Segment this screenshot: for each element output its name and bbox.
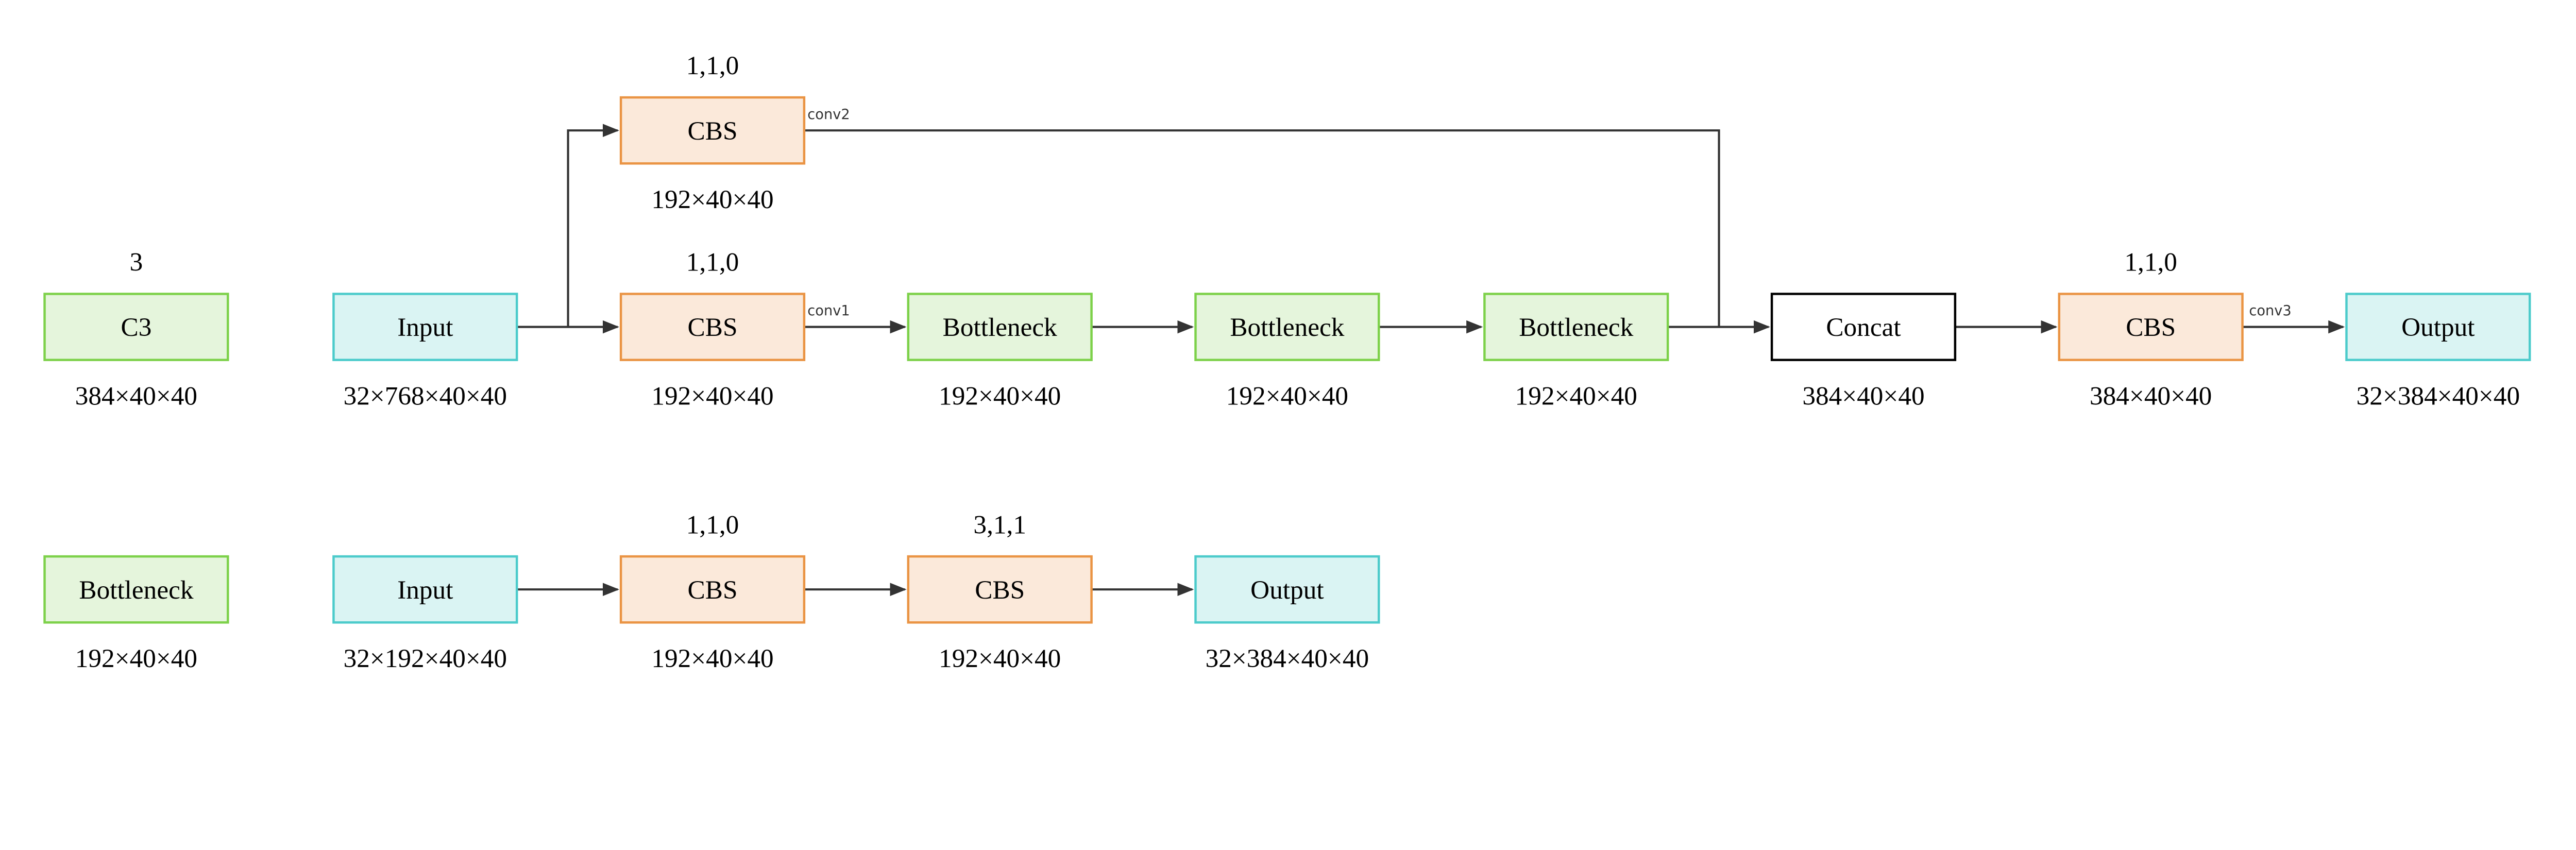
connection-arrow <box>804 129 1720 327</box>
edge-labels: conv2 conv1 conv3 <box>807 107 2291 319</box>
node-params: 1,1,0 <box>2124 248 2177 277</box>
node-label: CBS <box>2126 313 2176 342</box>
cbs-box <box>2058 293 2244 361</box>
c3-node-cbs: CBS 1,1,0 192×40×40 <box>619 248 806 411</box>
input-box <box>332 555 518 624</box>
node-params: 3 <box>130 248 143 277</box>
edge-label-conv1: conv1 <box>807 303 850 319</box>
connections <box>517 124 2345 597</box>
node-label: CBS <box>688 313 738 342</box>
bottleneck-box <box>1194 293 1380 361</box>
c3-node-bottleneck: Bottleneck 192×40×40 <box>1483 293 1669 411</box>
cbs-box <box>907 555 1093 624</box>
node-params: 3,1,1 <box>973 510 1026 539</box>
node-label: CBS <box>975 575 1025 605</box>
node-label: Input <box>397 575 453 605</box>
bottleneck-node-input: Input 32×192×40×40 <box>332 555 518 673</box>
c3-node-bottleneck: Bottleneck 192×40×40 <box>907 293 1093 411</box>
node-label: Bottleneck <box>943 313 1057 342</box>
bottleneck-node-bottleneck: Bottleneck 192×40×40 <box>43 555 229 673</box>
node-shape: 192×40×40 <box>1515 381 1637 411</box>
bottleneck-node-cbs: CBS 1,1,0 192×40×40 <box>619 510 806 673</box>
c3-node-bottleneck: Bottleneck 192×40×40 <box>1194 293 1380 411</box>
node-shape: 192×40×40 <box>651 381 773 411</box>
c3-node-concat: Concat 384×40×40 <box>1770 293 1957 411</box>
node-params: 1,1,0 <box>686 248 739 277</box>
node-shape: 192×40×40 <box>939 644 1061 673</box>
node-shape: 192×40×40 <box>1226 381 1348 411</box>
output-box <box>1194 555 1380 624</box>
c3-architecture-diagram: C33384×40×40Input32×768×40×40CBS1,1,0192… <box>43 51 2531 673</box>
cbs-box <box>619 293 806 361</box>
c3-node-cbs: CBS 1,1,0 384×40×40 <box>2058 248 2244 411</box>
input-box <box>332 293 518 361</box>
node-label: Output <box>1250 575 1324 605</box>
node-shape: 384×40×40 <box>75 381 197 411</box>
node-shape: 32×384×40×40 <box>2357 381 2520 411</box>
node-shape: 32×384×40×40 <box>1206 644 1369 673</box>
node-label: C3 <box>121 313 152 342</box>
nodes: C33384×40×40Input32×768×40×40CBS1,1,0192… <box>43 51 2531 673</box>
node-shape: 32×768×40×40 <box>344 381 507 411</box>
node-shape: 384×40×40 <box>2090 381 2212 411</box>
c3-node-c3: C3 3 384×40×40 <box>43 248 229 411</box>
bottleneck-box <box>907 293 1093 361</box>
edge-label-conv2: conv2 <box>807 107 850 123</box>
node-label: Bottleneck <box>79 575 193 605</box>
node-shape: 192×40×40 <box>651 644 773 673</box>
node-label: CBS <box>688 116 738 146</box>
bottleneck-node-cbs: CBS 3,1,1 192×40×40 <box>907 510 1093 673</box>
node-shape: 192×40×40 <box>75 644 197 673</box>
node-shape: 32×192×40×40 <box>344 644 507 673</box>
node-shape: 384×40×40 <box>1802 381 1924 411</box>
c3-box <box>43 293 229 361</box>
node-params: 1,1,0 <box>686 510 739 539</box>
node-label: Concat <box>1826 313 1901 342</box>
node-label: Input <box>397 313 453 342</box>
node-label: Output <box>2401 313 2475 342</box>
node-label: Bottleneck <box>1519 313 1633 342</box>
c3-node-cbs: CBS 1,1,0 192×40×40 <box>619 51 806 214</box>
output-box <box>2345 293 2531 361</box>
bottleneck-box <box>43 555 229 624</box>
concat-box <box>1770 293 1957 361</box>
cbs-box <box>619 555 806 624</box>
node-shape: 192×40×40 <box>939 381 1061 411</box>
bottleneck-node-output: Output 32×384×40×40 <box>1194 555 1380 673</box>
connection-arrow <box>567 124 619 327</box>
c3-node-output: Output 32×384×40×40 <box>2345 293 2531 411</box>
cbs-box <box>619 96 806 165</box>
node-label: CBS <box>688 575 738 605</box>
c3-node-input: Input 32×768×40×40 <box>332 293 518 411</box>
node-label: Bottleneck <box>1230 313 1344 342</box>
node-shape: 192×40×40 <box>651 185 773 214</box>
edge-label-conv3: conv3 <box>2249 303 2291 319</box>
node-params: 1,1,0 <box>686 51 739 80</box>
bottleneck-box <box>1483 293 1669 361</box>
